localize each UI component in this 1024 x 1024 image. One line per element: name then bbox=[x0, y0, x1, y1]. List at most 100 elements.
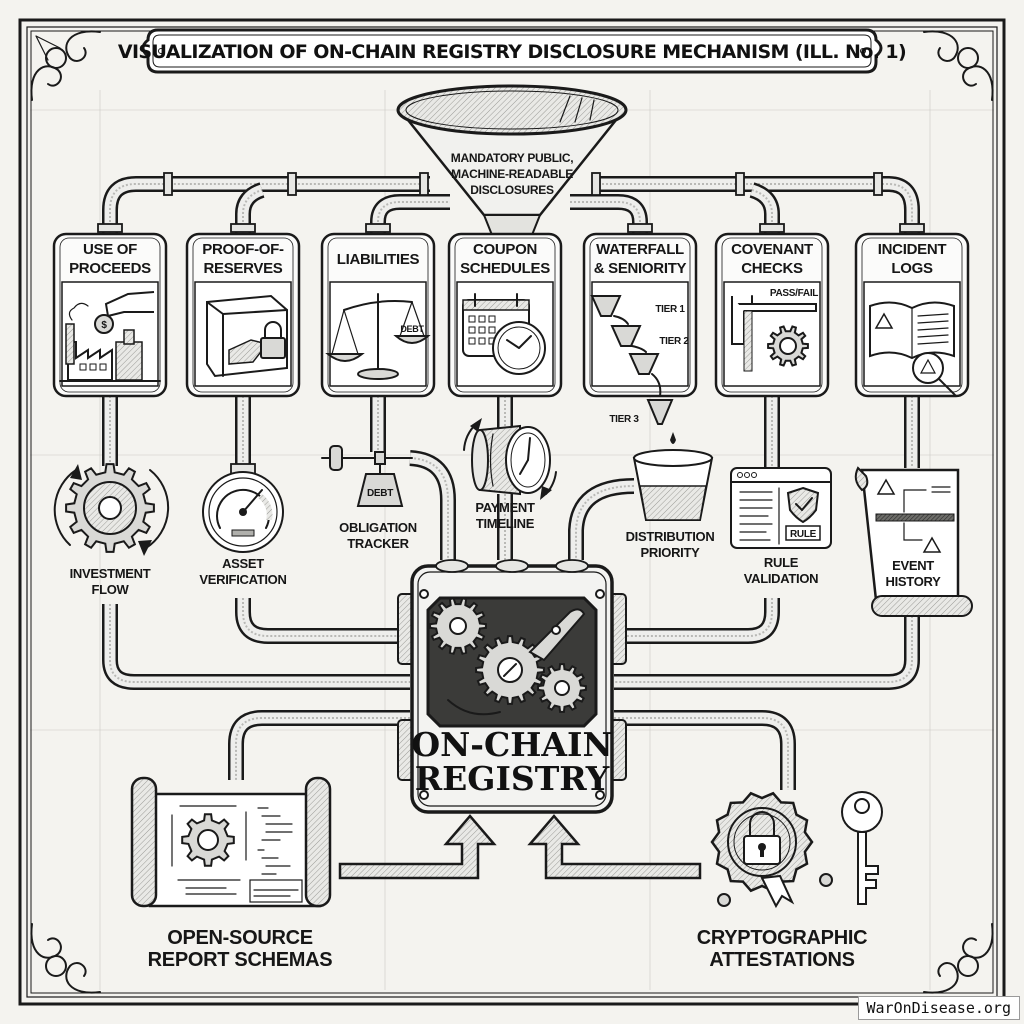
corner-scroll-ornament-top-right bbox=[923, 30, 994, 101]
asset-verification-label-line-2: VERIFICATION bbox=[199, 572, 286, 587]
watermark[interactable]: WarOnDisease.org bbox=[857, 996, 1020, 1020]
pipe-coupling bbox=[627, 223, 653, 233]
investment-flow-label-line-2: FLOW bbox=[91, 582, 129, 597]
pipe-coupling bbox=[365, 223, 391, 233]
funnel-label-line-3: DISCLOSURES bbox=[470, 183, 554, 197]
drum-clock-icon bbox=[463, 418, 557, 500]
tier-2-label: TIER 2 bbox=[659, 336, 689, 347]
pipe-investment-flow-to-registry bbox=[102, 604, 410, 690]
pipe-coupling bbox=[230, 223, 256, 233]
pass-fail-text: PASS/FAIL bbox=[770, 288, 818, 299]
payment-timeline-label-line-2: TIMELINE bbox=[476, 516, 535, 531]
category-title-waterfall-seniority-line-2: & SENIORITY bbox=[594, 260, 687, 277]
pipe-coupling bbox=[287, 172, 297, 196]
pipe-rule-validation-to-registry bbox=[614, 598, 780, 644]
funnel-label-line-1: MANDATORY PUBLIC, bbox=[451, 151, 573, 165]
event-history-label-line-2: HISTORY bbox=[886, 574, 942, 589]
browser-shield-icon: RULE bbox=[730, 467, 832, 549]
attestations-label-line-2: ATTESTATIONS bbox=[709, 949, 854, 971]
attestations-label-line-1: CRYPTOGRAPHIC bbox=[697, 927, 868, 949]
attestation-input-arrow bbox=[527, 814, 702, 880]
category-title-waterfall-seniority-line-1: WATERFALL bbox=[596, 241, 684, 258]
disclosure-funnel: MANDATORY PUBLIC, MACHINE-READABLE DISCL… bbox=[396, 84, 628, 236]
scale-debt-icon-drawing: DEBT bbox=[325, 293, 431, 380]
calendar-clock-icon-drawing bbox=[462, 293, 546, 375]
caliper-gear-icon-drawing: PASS/FAIL bbox=[731, 288, 819, 372]
title-banner: VISUALIZATION OF ON-CHAIN REGISTRY DISCL… bbox=[118, 28, 907, 74]
investment-flow-label-line-1: INVESTMENT bbox=[70, 566, 151, 581]
schemas-label-line-1: OPEN-SOURCE bbox=[167, 927, 313, 949]
pipe-distribution-to-registry bbox=[568, 478, 635, 560]
gear-mechanism-icon bbox=[426, 596, 598, 728]
rotating-gear-icon bbox=[53, 463, 170, 556]
top-manifold-pipe-right-inner bbox=[570, 194, 648, 234]
distribution-priority-label-line-1: DISTRIBUTION bbox=[626, 529, 715, 544]
tier-1-label: TIER 1 bbox=[655, 304, 685, 315]
rule-validation-label-line-2: VALIDATION bbox=[744, 571, 819, 586]
category-title-coupon-schedules-line-1: COUPON bbox=[473, 241, 537, 258]
processor-payment-timeline: PAYMENT TIMELINE bbox=[463, 418, 557, 531]
input-open-source-report-schemas: OPEN-SOURCE REPORT SCHEMAS bbox=[130, 776, 333, 971]
pipe-asset-verification-to-registry bbox=[235, 598, 410, 644]
category-card-liabilities: LIABILITIES DEBT bbox=[320, 232, 436, 398]
corner-scroll-ornament-bottom-right bbox=[923, 923, 994, 994]
category-title-covenant-checks-line-1: COVENANT bbox=[731, 241, 813, 258]
schema-input-arrow bbox=[338, 814, 497, 880]
category-title-use-of-proceeds-line-1: USE OF bbox=[83, 241, 137, 258]
processor-investment-flow: INVESTMENT FLOW bbox=[53, 463, 170, 597]
schemas-label-line-2: REPORT SCHEMAS bbox=[148, 949, 333, 971]
pipe-coupling bbox=[899, 223, 925, 233]
rule-tag-text: RULE bbox=[790, 529, 817, 540]
pipe-registry-to-schemas bbox=[228, 710, 410, 780]
obligation-tracker-label-line-1: OBLIGATION bbox=[339, 520, 417, 535]
category-card-incident-logs: INCIDENT LOGS bbox=[854, 232, 970, 398]
obligation-tracker-label-line-2: TRACKER bbox=[347, 536, 409, 551]
pipe-event-history-to-registry bbox=[614, 616, 920, 690]
rule-validation-label-line-1: RULE bbox=[764, 555, 799, 570]
event-history-label-line-1: EVENT bbox=[892, 558, 934, 573]
top-manifold-branch-covenant bbox=[749, 182, 780, 234]
processor-event-history: EVENT HISTORY bbox=[854, 466, 973, 617]
pipe-obligation-to-registry bbox=[409, 450, 456, 560]
tier-3-label: TIER 3 bbox=[609, 414, 639, 425]
filling-cup-icon bbox=[632, 432, 714, 521]
top-manifold-pipe-left-outer bbox=[102, 176, 430, 234]
pipe-coupling bbox=[97, 223, 123, 233]
pipe-registry-to-attestations bbox=[614, 710, 796, 790]
disclosure-categories: USE OFPROCEEDS$PROOF-OF-RESERVESLIABILIT… bbox=[52, 232, 970, 425]
input-arrows bbox=[338, 814, 702, 880]
cascading-funnels-icon-drawing: TIER 1 TIER 2 TIER 3 bbox=[590, 295, 690, 425]
top-manifold-pipe-left-inner bbox=[370, 194, 450, 234]
timeline-scroll-icon bbox=[854, 466, 973, 617]
category-title-use-of-proceeds-line-2: PROCEEDS bbox=[69, 260, 151, 277]
pressure-gauge-icon bbox=[202, 463, 284, 553]
category-title-incident-logs-line-1: INCIDENT bbox=[878, 241, 947, 258]
processor-distribution-priority: DISTRIBUTION PRIORITY bbox=[626, 432, 715, 560]
category-title-liabilities-line-1: LIABILITIES bbox=[337, 251, 420, 268]
category-title-incident-logs-line-2: LOGS bbox=[891, 260, 933, 277]
payment-timeline-label-line-1: PAYMENT bbox=[475, 500, 535, 515]
book-magnifier-warning-icon-drawing bbox=[869, 301, 957, 397]
registry-title-line-1: ON-CHAIN bbox=[411, 725, 612, 764]
processor-asset-verification: ASSET VERIFICATION bbox=[199, 463, 287, 587]
top-manifold-branch-proof bbox=[235, 182, 265, 234]
on-chain-registry-machine: ON-CHAIN REGISTRY bbox=[397, 559, 627, 814]
category-card-use-of-proceeds: USE OF PROCEEDS $ bbox=[52, 232, 168, 398]
blueprint-scroll-icon bbox=[130, 776, 332, 908]
processor-rule-validation: RULE RULE VALIDATION bbox=[730, 467, 832, 586]
input-cryptographic-attestations: CRYPTOGRAPHIC ATTESTATIONS bbox=[697, 791, 883, 971]
pipe-coupling bbox=[591, 172, 601, 196]
vault-gold-lock-icon-drawing bbox=[206, 294, 288, 378]
category-title-proof-of-reserves-line-2: RESERVES bbox=[203, 260, 282, 277]
processor-obligation-tracker: DEBT OBLIGATION TRACKER bbox=[321, 445, 417, 551]
pipe-coupling bbox=[735, 172, 745, 196]
top-manifold-pipe-right-outer bbox=[594, 176, 920, 234]
factory-hand-coin-icon-drawing: $ bbox=[59, 291, 161, 382]
page-title: VISUALIZATION OF ON-CHAIN REGISTRY DISCL… bbox=[118, 41, 906, 63]
weight-debt-text: DEBT bbox=[367, 488, 393, 499]
asset-verification-label-line-1: ASSET bbox=[222, 556, 264, 571]
category-card-proof-of-reserves: PROOF-OF-RESERVES bbox=[185, 232, 301, 398]
